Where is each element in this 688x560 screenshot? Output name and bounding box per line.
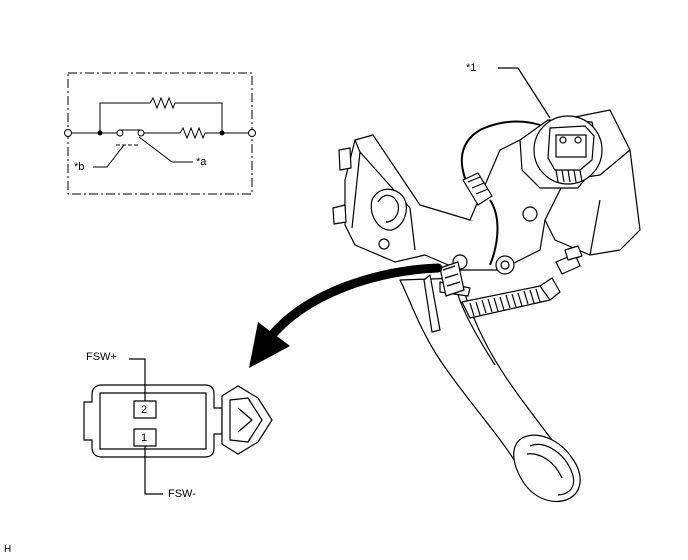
connector-face <box>83 358 273 495</box>
callout-1-highlight <box>498 67 603 185</box>
corner-code-label: H <box>4 544 12 555</box>
pedal-pad <box>513 434 581 502</box>
switch-contact-1 <box>116 129 124 137</box>
connector-latch <box>221 385 273 455</box>
switch-schematic <box>64 72 256 195</box>
callout-1-label: *1 <box>466 62 477 74</box>
connector-outline <box>83 384 223 458</box>
pedal-bracket <box>344 134 546 271</box>
callout-a-label: *a <box>196 156 207 168</box>
series-resistor <box>179 126 206 140</box>
pin-1-label: 1 <box>141 432 148 444</box>
return-spring <box>461 277 561 319</box>
fsw-plus-label: FSW+ <box>86 351 117 363</box>
callout-b-label: *b <box>74 161 85 173</box>
terminal-right <box>248 129 256 137</box>
fsw-minus-label: FSW- <box>168 488 196 500</box>
stop-light-switch <box>439 261 465 297</box>
parallel-resistor <box>149 96 176 110</box>
switch-contact-2 <box>137 129 145 137</box>
pointer-arrow <box>249 263 443 368</box>
switch-harness <box>489 199 499 266</box>
terminal-left <box>64 129 72 137</box>
pin-2-label: 2 <box>141 404 148 416</box>
